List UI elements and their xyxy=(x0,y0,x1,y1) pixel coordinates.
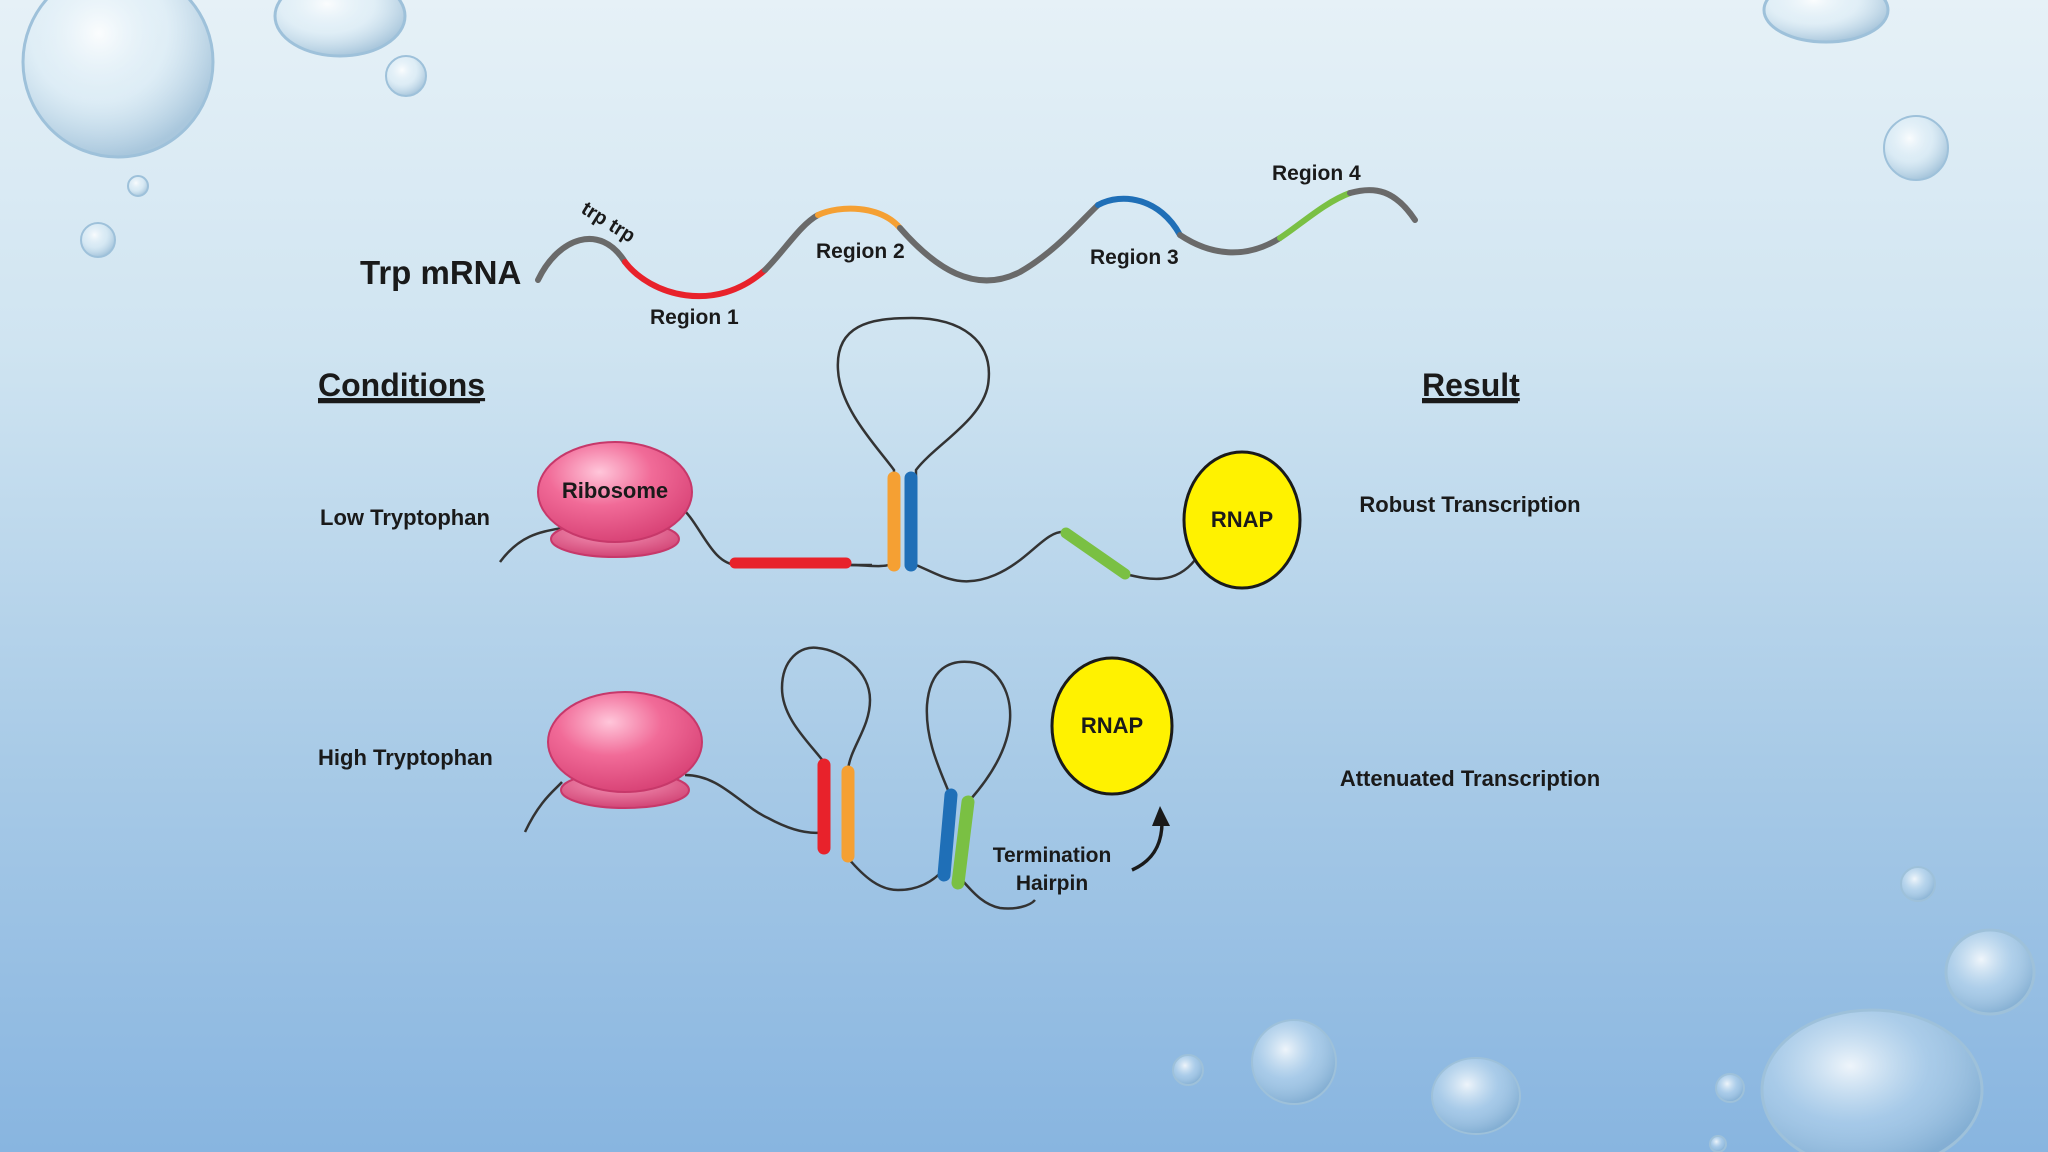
water-droplet-icon xyxy=(273,0,407,58)
region-1-segment xyxy=(622,259,768,300)
region-4-label: Region 4 xyxy=(1272,162,1361,185)
water-droplet-icon xyxy=(1762,0,1890,44)
conditions-header: Conditions xyxy=(318,367,485,403)
high-trp-rnap: RNAP xyxy=(1050,656,1174,796)
region-2-segment xyxy=(815,205,903,231)
water-droplet-icon xyxy=(1251,1019,1337,1105)
water-droplet-icon xyxy=(1431,1057,1521,1135)
ribosome-large-subunit xyxy=(537,441,693,543)
rnap-circle xyxy=(1182,450,1302,590)
region-2-label: Region 2 xyxy=(816,240,905,263)
robust-transcription-result: Robust Transcription xyxy=(1359,492,1580,517)
region-1-label: Region 1 xyxy=(650,306,739,329)
water-droplet-icon xyxy=(1715,1073,1745,1103)
trp-mrna-strand xyxy=(535,187,1418,300)
high-trp-ribosome xyxy=(547,691,703,809)
trp-mrna-title: Trp mRNA xyxy=(360,254,521,291)
region-3-label: Region 3 xyxy=(1090,246,1179,269)
high-tryptophan-label: High Tryptophan xyxy=(318,745,493,770)
water-droplet-icon xyxy=(385,55,427,97)
high-trp-region-3-bar xyxy=(937,788,958,882)
high-trp-region-4-bar xyxy=(951,795,975,890)
result-header: Result xyxy=(1422,367,1520,403)
water-droplet-icon xyxy=(1944,928,2036,1016)
region-3-segment xyxy=(1095,195,1183,238)
rnap-circle xyxy=(1050,656,1174,796)
low-tryptophan-label: Low Tryptophan xyxy=(320,505,490,530)
water-droplet-icon xyxy=(80,222,116,258)
attenuated-transcription-result: Attenuated Transcription xyxy=(1340,766,1600,791)
water-droplet-icon xyxy=(127,175,149,197)
release-arrow-icon xyxy=(1131,806,1170,872)
termination-hairpin-label-line1: Termination xyxy=(993,844,1112,867)
ribosome-large-subunit xyxy=(547,691,703,793)
water-droplet-icon xyxy=(1709,1135,1727,1152)
water-droplets-decoration xyxy=(21,0,2036,1152)
water-droplet-icon xyxy=(1900,866,1936,902)
low-trp-ribosome: Ribosome xyxy=(537,441,693,558)
low-trp-rnap: RNAP xyxy=(1182,450,1302,590)
water-droplet-icon xyxy=(1172,1054,1204,1086)
water-droplet-icon xyxy=(1760,1008,1984,1152)
low-trp-region-4-bar xyxy=(1060,527,1131,580)
water-droplet-icon xyxy=(21,0,215,159)
water-droplet-icon xyxy=(1883,115,1949,181)
region-4-segment xyxy=(1277,190,1353,241)
rnap-label: RNAP xyxy=(1081,713,1143,738)
high-trp-mrna-strand xyxy=(523,646,1036,910)
rnap-label: RNAP xyxy=(1211,507,1273,532)
termination-hairpin-label-line2: Hairpin xyxy=(1016,872,1088,895)
ribosome-label: Ribosome xyxy=(562,478,668,503)
